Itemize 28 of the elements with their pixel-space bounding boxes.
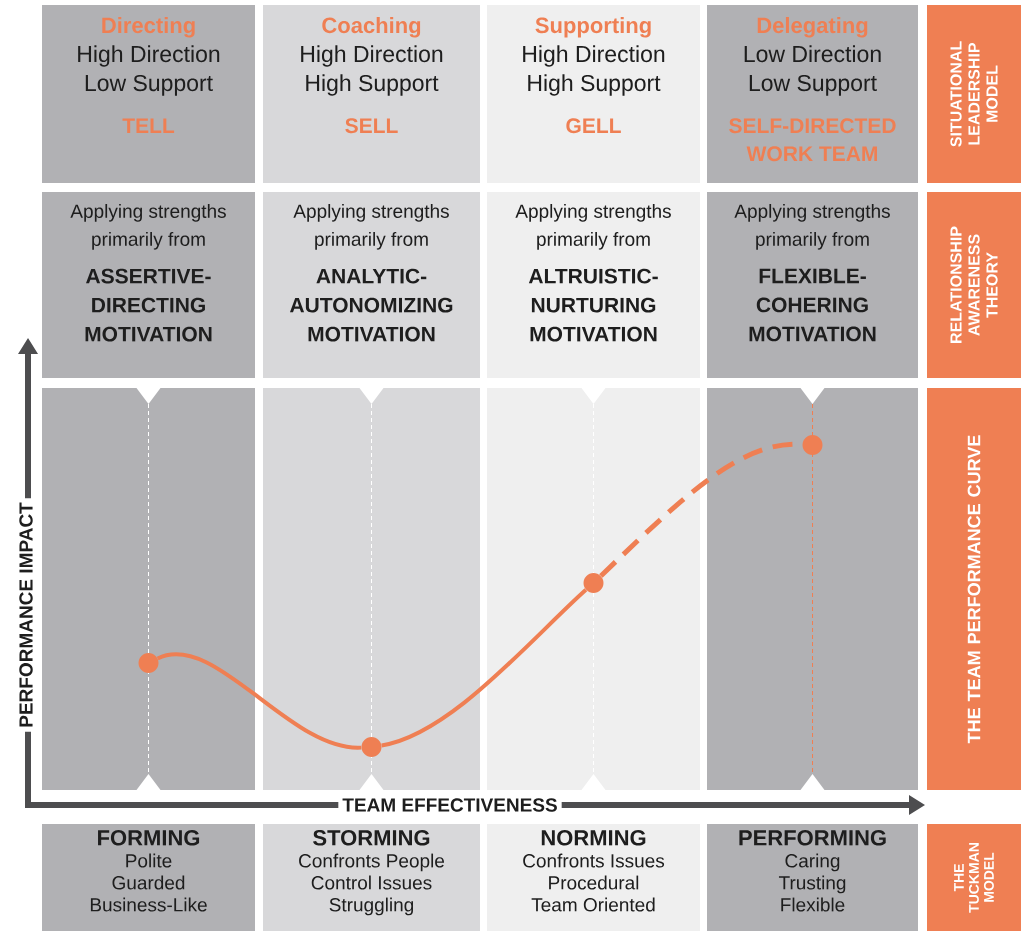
motivation-cell: Applying strengths primarily from ASSERTIVE-DIRECTING MOTIVATION	[42, 192, 255, 378]
stage-cell: NORMING Confronts Issues Procedural Team Oriented	[487, 824, 700, 931]
curve-point	[802, 435, 823, 455]
curve-point	[138, 653, 159, 673]
side-band: RELATIONSHIP AWARENESS THEORY	[927, 192, 1021, 378]
curve-point	[583, 573, 604, 593]
stage-cell: PERFORMING Caring Trusting Flexible	[707, 824, 918, 931]
curve-panel	[707, 388, 918, 790]
side-band: THE TUCKMAN MODEL	[927, 824, 1021, 931]
style-cell: Delegating Low Direction Low Support SELF-DIRECTED WORK TEAM	[707, 5, 918, 183]
axis-label: TEAM EFFECTIVENESS	[338, 794, 562, 816]
motivation-cell: Applying strengths primarily from ALTRUISTIC-NURTURING MOTIVATION	[487, 192, 700, 378]
motivation-cell: Applying strengths primarily from ANALYTIC-AUTONOMIZING MOTIVATION	[263, 192, 480, 378]
motivation-cell: Applying strengths primarily from FLEXIBLE-COHERING MOTIVATION	[707, 192, 918, 378]
style-cell: Coaching High Direction High Support SELL	[263, 5, 480, 183]
stage-cell: FORMING Polite Guarded Business-Like	[42, 824, 255, 931]
curve-segment	[381, 588, 588, 748]
curve-panel	[487, 388, 700, 790]
stage-cell: STORMING Confronts People Control Issues Struggling	[263, 824, 480, 931]
curve-panel	[263, 388, 480, 790]
curve-segment	[157, 652, 362, 750]
style-cell: Directing High Direction Low Support TELL	[42, 5, 255, 183]
curve-point	[361, 737, 382, 757]
curve-panel	[42, 388, 255, 790]
side-band: SITUATIONAL LEADERSHIP MODEL	[927, 5, 1021, 183]
side-band: THE TEAM PERFORMANCE CURVE	[927, 388, 1021, 790]
axis-label: PERFORMANCE IMPACT	[15, 498, 37, 732]
style-cell: Supporting High Direction High Support GELL	[487, 5, 700, 183]
